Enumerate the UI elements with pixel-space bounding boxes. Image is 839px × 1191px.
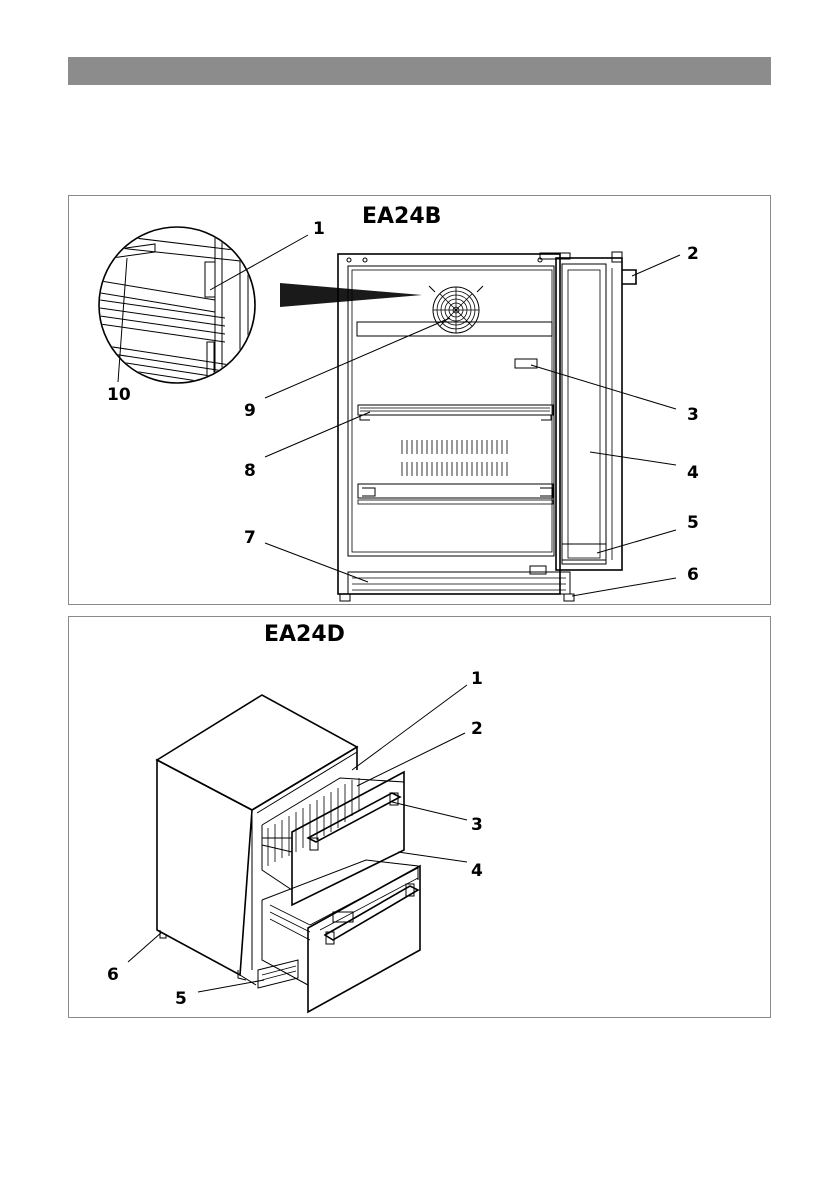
rear-vent [402,440,507,476]
ea24b-cabinet [338,252,636,601]
model-label-ea24b: EA24B [362,204,441,229]
callout-2: 2 [687,244,699,264]
door-handle [622,270,636,284]
detail-magnifier [95,226,422,400]
ea24b-callout-numbers: 1 2 3 4 5 6 7 8 9 10 [107,219,699,585]
callout-8: 8 [244,461,256,481]
callout-10: 10 [107,385,131,405]
callout-6: 6 [687,565,699,585]
callout-1: 1 [313,219,325,239]
callout-4: 4 [687,463,699,483]
callout-3: 3 [471,815,483,835]
callout-5: 5 [687,513,699,533]
callout-1: 1 [471,669,483,689]
callout-4: 4 [471,861,483,881]
callout-6: 6 [107,965,119,985]
model-label-ea24d: EA24D [264,622,345,647]
ea24d-figure: EA24D [107,622,483,1012]
callout-7: 7 [244,528,256,548]
kick-plate-grille [348,566,570,594]
callout-3: 3 [687,405,699,425]
callout-2: 2 [471,719,483,739]
callout-5: 5 [175,989,187,1009]
ea24d-callout-numbers: 1 2 3 4 5 6 [107,669,483,1009]
fan-icon [429,286,483,333]
wire-shelf [358,405,553,420]
ea24d-leaders [128,685,467,992]
ea24d-cabinet [157,695,357,985]
callout-9: 9 [244,401,256,421]
ea24b-figure: EA24B [95,204,699,601]
